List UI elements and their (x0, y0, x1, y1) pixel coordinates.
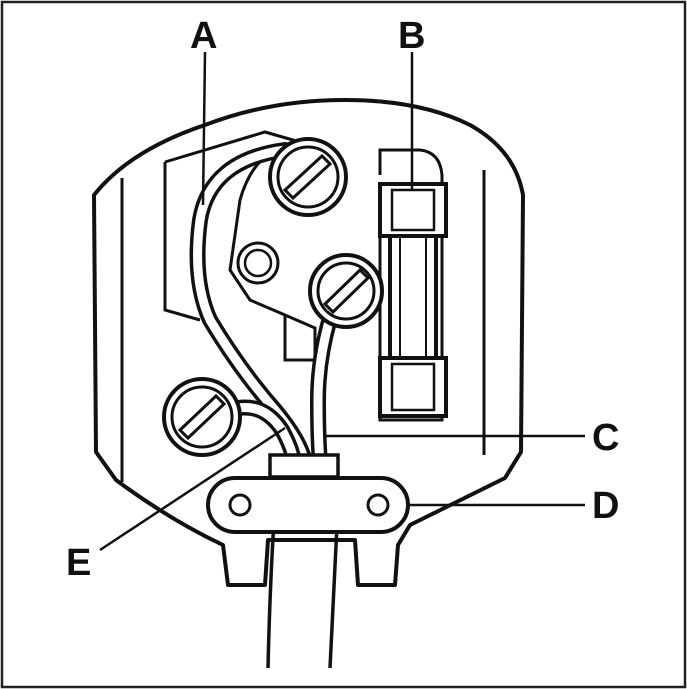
label-c: C (592, 417, 619, 459)
leader-a (201, 51, 207, 206)
fuse-body (388, 234, 438, 360)
label-d: D (592, 485, 619, 527)
leader-e (99, 426, 286, 552)
cord-grip (206, 476, 410, 534)
label-a: A (190, 15, 217, 57)
terminal-block-left (163, 162, 201, 322)
screw-left (162, 377, 242, 457)
fuse (378, 182, 448, 418)
pin-hole (236, 241, 280, 285)
screw-top (268, 137, 348, 217)
leader-lines (99, 51, 585, 552)
fuse-holder (378, 148, 444, 422)
screw-middle (308, 253, 384, 329)
label-b: B (398, 15, 425, 57)
label-e: E (66, 542, 91, 584)
cord-sleeve (268, 453, 340, 479)
